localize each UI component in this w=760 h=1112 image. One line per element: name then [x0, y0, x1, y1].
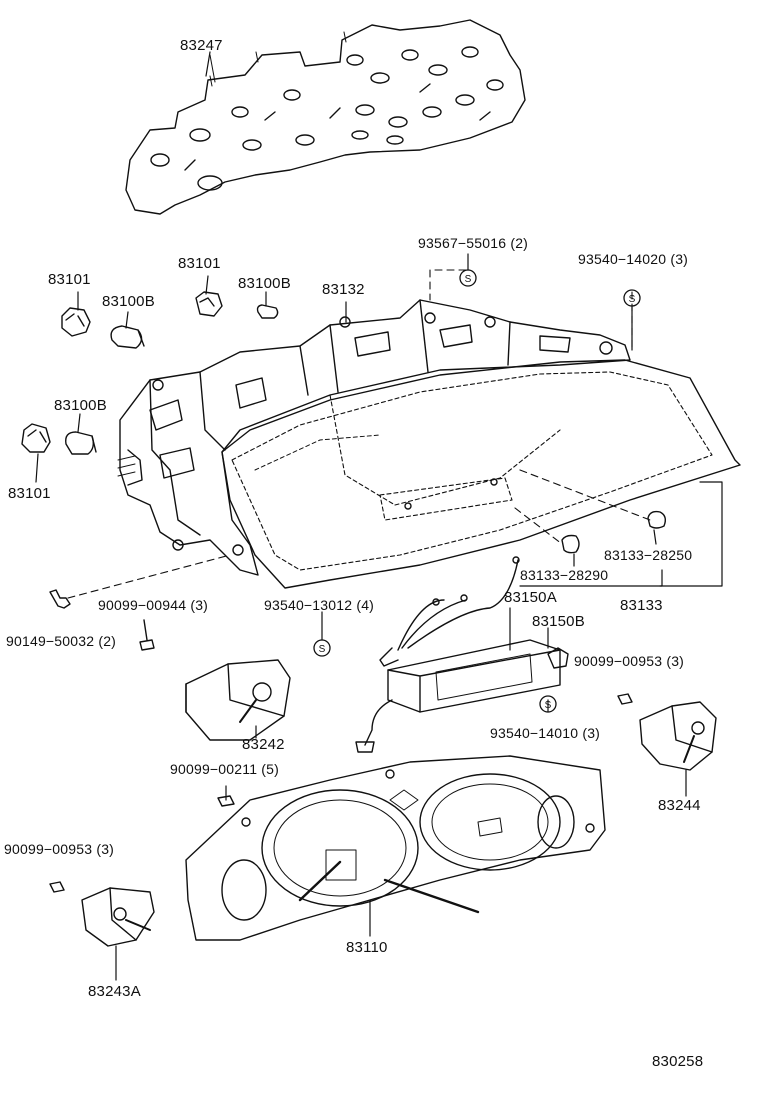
label-83133-28250: 83133−28250 — [604, 547, 693, 563]
switch-83242 — [185, 659, 291, 741]
label-93540-14010: 93540−14010 (3) — [490, 725, 601, 741]
switch-83243A — [81, 887, 155, 947]
s-symbol-text: S — [629, 294, 636, 305]
bulb-83100B-a — [110, 325, 145, 349]
circuit-plate-83247 — [125, 19, 526, 215]
label-83242: 83242 — [242, 736, 285, 753]
label-83101-c: 83101 — [8, 485, 51, 502]
s-symbol-icon — [313, 639, 331, 657]
label-83133: 83133 — [620, 597, 663, 614]
socket-83101-c — [21, 423, 51, 453]
screw-90099-00953-left — [49, 881, 65, 893]
s-symbol-icon — [623, 289, 641, 307]
s-symbol-icon — [539, 695, 557, 713]
label-83243A: 83243A — [88, 983, 141, 1000]
s-symbol-text: S — [319, 644, 326, 655]
label-83133-28290: 83133−28290 — [520, 567, 609, 583]
label-83247: 83247 — [180, 37, 223, 54]
screw-90099-00944 — [139, 619, 155, 651]
s-symbol-text: S — [465, 274, 472, 285]
s-symbol-icon — [459, 269, 477, 287]
label-90099-00953-left: 90099−00953 (3) — [4, 841, 115, 857]
label-90099-00953-right: 90099−00953 (3) — [574, 653, 685, 669]
socket-83150B — [547, 647, 569, 669]
screw-90149-50032 — [49, 589, 71, 609]
clip-83133-28290 — [561, 534, 580, 554]
bulb-83100B-b — [256, 304, 279, 319]
label-83244: 83244 — [658, 797, 701, 814]
switch-83244 — [639, 701, 717, 771]
bulb-83100B-c — [65, 431, 97, 455]
label-90099-00944: 90099−00944 (3) — [98, 597, 209, 613]
dashed-guides — [67, 269, 651, 599]
label-83100B-b: 83100B — [238, 275, 291, 292]
label-83101-a: 83101 — [48, 271, 91, 288]
meter-glass-83133 — [221, 359, 741, 589]
socket-83101-b — [195, 291, 223, 317]
label-93567-55016: 93567−55016 (2) — [418, 235, 529, 251]
label-90149-50032: 90149−50032 (2) — [6, 633, 117, 649]
s-symbol-text: S — [545, 700, 552, 711]
leader-lines — [35, 51, 723, 981]
label-90099-00211: 90099−00211 (5) — [170, 761, 279, 777]
label-83100B-a: 83100B — [102, 293, 155, 310]
label-83150A: 83150A — [504, 589, 557, 606]
label-83101-b: 83101 — [178, 255, 221, 272]
clock-module-83150A — [355, 556, 561, 753]
screw-90099-00953-right — [617, 693, 633, 705]
socket-83101-a — [61, 307, 91, 337]
label-83110: 83110 — [346, 939, 388, 956]
label-93540-14020: 93540−14020 (3) — [578, 251, 689, 267]
label-83150B: 83150B — [532, 613, 585, 630]
label-93540-13012: 93540−13012 (4) — [264, 597, 375, 613]
clip-83133-28250 — [647, 510, 667, 529]
meter-case — [117, 299, 631, 576]
s-symbols — [313, 269, 641, 713]
diagram-id: 830258 — [652, 1053, 704, 1070]
label-83132: 83132 — [322, 281, 365, 298]
label-83100B-c: 83100B — [54, 397, 107, 414]
meter-dial-83110 — [185, 755, 606, 941]
